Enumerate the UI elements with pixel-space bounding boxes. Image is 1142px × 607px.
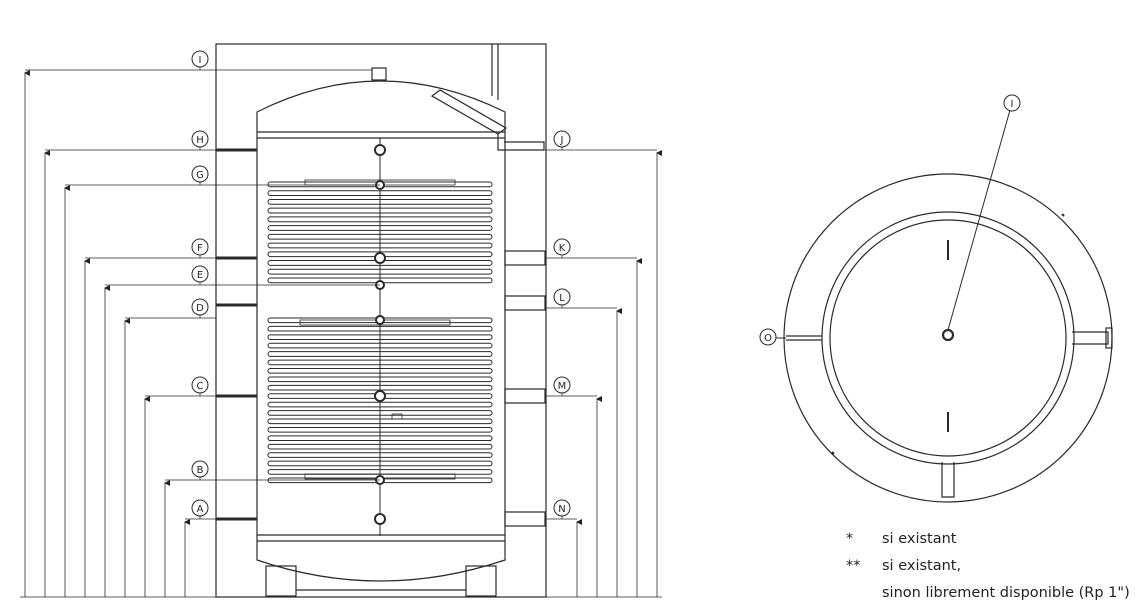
dimension-label-i: I [191, 50, 209, 70]
dimension-label-h: H [191, 130, 209, 150]
top-nozzle [371, 67, 387, 81]
dimension-label-c: C [191, 376, 209, 396]
label-letter: E [197, 270, 203, 281]
label-letter: F [197, 243, 203, 254]
dimension-label-m: M [553, 376, 571, 396]
footnote-text: si existant [882, 531, 957, 547]
dimension-label-j: J [553, 130, 571, 150]
dimension-label-k: K [553, 238, 571, 258]
dimension-label-e: E [191, 265, 209, 285]
label-letter: D [196, 303, 204, 314]
footnote-2: ** si existant, [846, 553, 1142, 580]
label-letter: I [1011, 99, 1014, 110]
label-letter: J [560, 135, 564, 146]
label-letter: N [558, 504, 565, 515]
dimension-label-n: N [553, 499, 571, 519]
dimension-label-d: D [191, 298, 209, 318]
tank-body [256, 80, 506, 582]
footnote-text: si existant, [882, 558, 962, 574]
footnote-2-continuation: sinon librement disponible (Rp 1") [882, 585, 1130, 601]
footnotes: * si existant ** si existant, sinon libr… [846, 526, 1142, 607]
port-circle [374, 390, 386, 402]
port-circle [374, 252, 386, 264]
label-letter: L [559, 293, 565, 304]
port-circle [375, 315, 385, 325]
label-letter: O [764, 333, 772, 344]
side-view [20, 43, 662, 598]
label-letter: G [196, 170, 204, 181]
dimension-label-a: A [191, 499, 209, 519]
footnote-1: * si existant [846, 526, 1142, 553]
port-circle [374, 144, 386, 156]
label-letter: A [197, 504, 204, 515]
port-circle [374, 513, 386, 525]
label-letter: K [559, 243, 566, 254]
label-letter: C [197, 381, 204, 392]
tank-outer-circle [821, 211, 1075, 465]
top-view-label-i: I [1003, 94, 1021, 112]
label-letter: M [558, 381, 567, 392]
dimension-label-b: B [191, 460, 209, 480]
dimension-label-g: G [191, 165, 209, 185]
footnote-symbol: * [846, 531, 854, 547]
dimension-label-l: L [553, 288, 571, 308]
label-letter: I [199, 55, 202, 66]
top-view [768, 109, 1113, 503]
label-letter: H [196, 135, 204, 146]
footnote-symbol: ** [846, 558, 861, 574]
dimension-label-f: F [191, 238, 209, 258]
tank-inner-circle [829, 219, 1067, 457]
top-view-label-o: O [759, 328, 777, 346]
label-letter: B [197, 465, 204, 476]
